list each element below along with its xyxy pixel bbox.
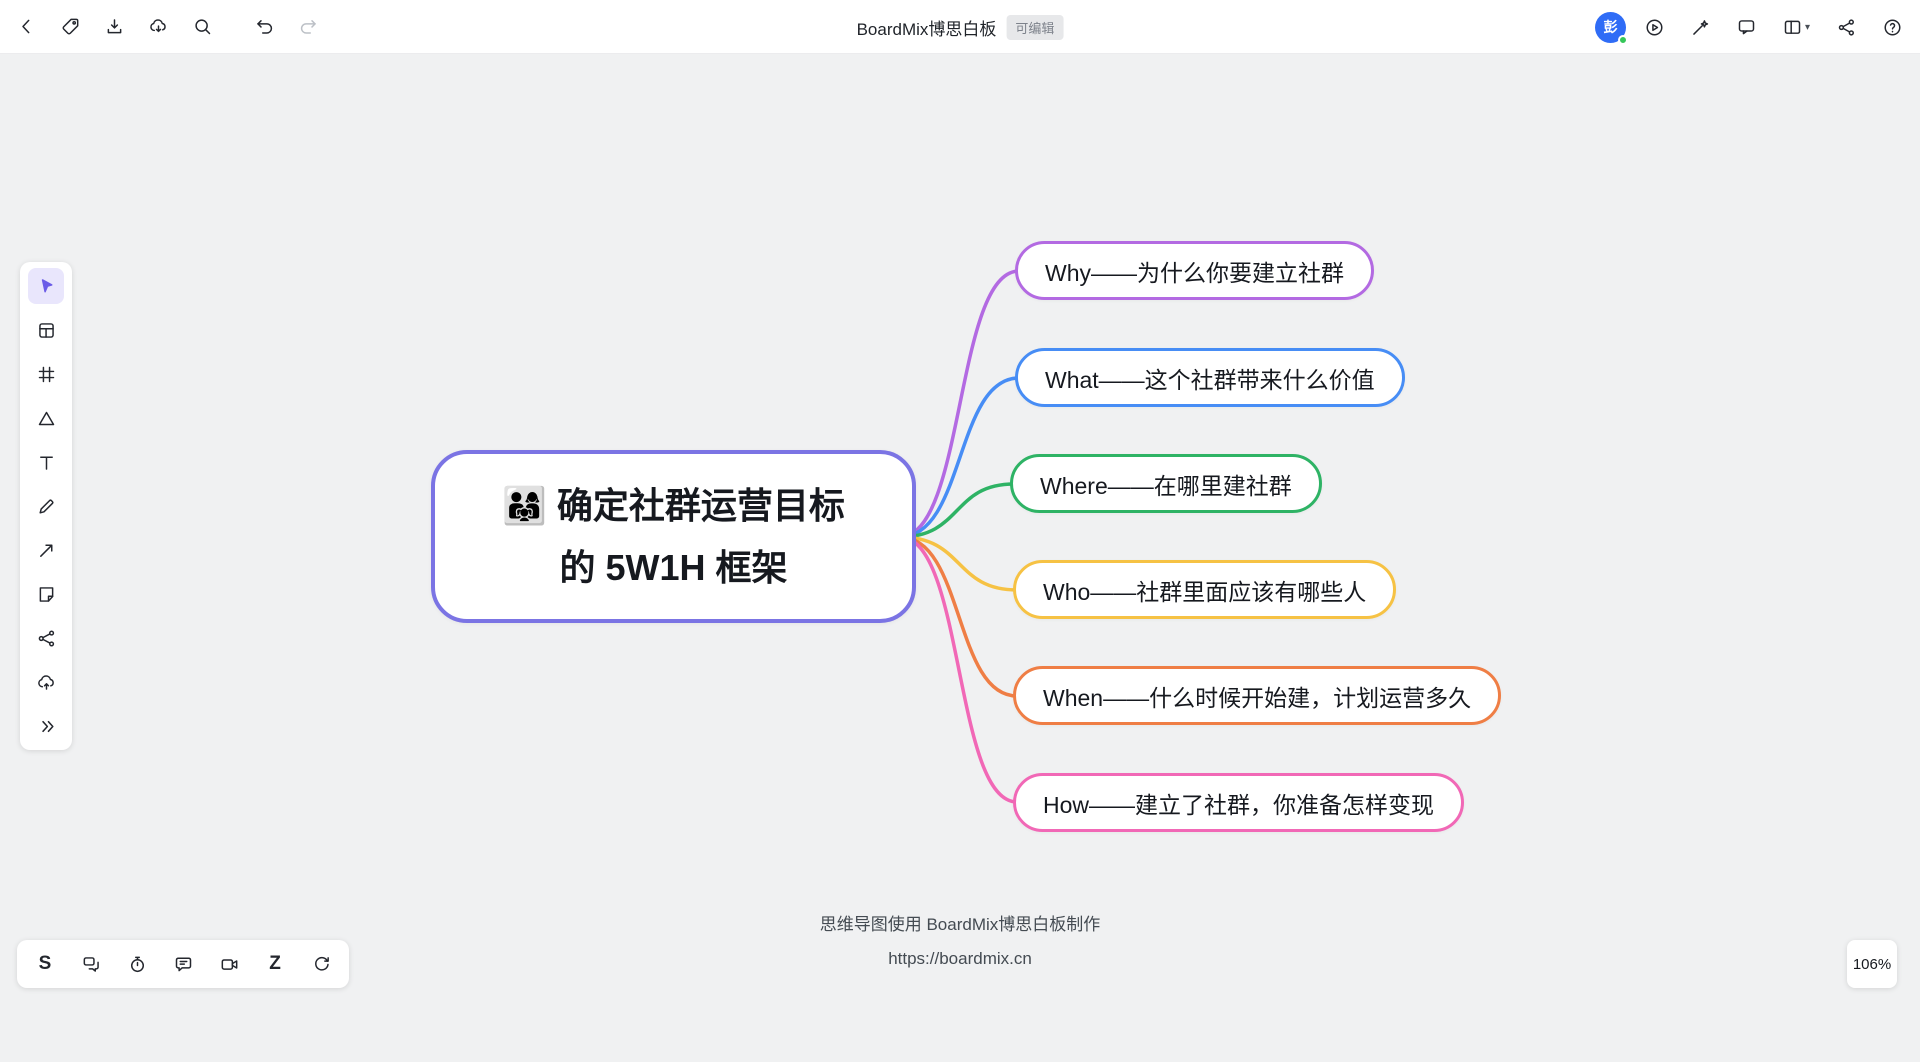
help-button[interactable] [1874,9,1910,45]
center-node-text-line1: 👨‍👩‍👧 确定社群运营目标 [502,475,845,537]
frame-icon [36,364,57,385]
text-icon [36,452,57,473]
pen-icon [36,496,57,517]
z-letter-icon: Z [269,953,281,975]
cloud-upload-icon [36,672,57,693]
arrow-tool-button[interactable] [28,532,64,568]
timer-tool-button[interactable] [119,946,155,982]
save-button[interactable] [96,9,132,45]
chevron-down-icon: ▾ [1805,22,1810,33]
comment-tool-button[interactable] [165,946,201,982]
back-icon [16,16,37,37]
template-tool-button[interactable] [28,312,64,348]
whiteboard-canvas[interactable]: 👨‍👩‍👧 确定社群运营目标 的 5W1H 框架 Why——为什么你要建立社群 … [0,54,1920,1008]
layout-panels-icon [1782,17,1803,38]
z-tool-button[interactable]: Z [257,946,293,982]
center-node-text-line2: 的 5W1H 框架 [559,537,787,599]
sticky-note-tool-button[interactable] [28,576,64,612]
sticky-note-icon [36,584,57,605]
sync-refresh-icon [311,954,332,975]
s-letter-icon: S [39,953,52,975]
upload-tool-button[interactable] [28,664,64,700]
mindmap-center-node[interactable]: 👨‍👩‍👧 确定社群运营目标 的 5W1H 框架 [431,450,916,623]
save-download-icon [104,16,125,37]
connector-line [900,484,1014,537]
topbar-right-group: 彭 ▾ [1595,0,1910,54]
search-button[interactable] [184,9,220,45]
s-tool-button[interactable]: S [27,946,63,982]
mindmap-branch-where[interactable]: Where——在哪里建社群 [1010,454,1322,513]
mindmap-branch-who[interactable]: Who——社群里面应该有哪些人 [1013,560,1396,619]
connector-line [900,378,1019,537]
mindmap-connectors [0,54,1920,1062]
play-circle-icon [1644,17,1665,38]
share-nodes-icon [1836,17,1857,38]
panels-button[interactable]: ▾ [1774,9,1818,45]
topbar-center-group: BoardMix博思白板 可编辑 [857,0,1064,54]
redo-button[interactable] [290,9,326,45]
frame-tool-button[interactable] [28,356,64,392]
share-button[interactable] [1828,9,1864,45]
connector-line [900,537,1017,802]
play-demo-button[interactable] [1636,9,1672,45]
mindmap-branch-why[interactable]: Why——为什么你要建立社群 [1015,241,1374,300]
topbar-left-group [0,9,326,45]
search-icon [192,16,213,37]
presentation-button[interactable] [1682,9,1718,45]
online-status-dot [1618,35,1628,45]
more-chevrons-icon [36,716,57,737]
branch-label: Why——为什么你要建立社群 [1045,254,1344,288]
comment-icon [173,954,194,975]
connector-line [900,537,1017,696]
board-title: BoardMix博思白板 [857,15,997,40]
template-icon [36,320,57,341]
zoom-level[interactable]: 106% [1847,940,1897,988]
branch-label: What——这个社群带来什么价值 [1045,361,1375,395]
mindmap-branch-what[interactable]: What——这个社群带来什么价值 [1015,348,1405,407]
tag-button[interactable] [52,9,88,45]
caption-line1: 思维导图使用 BoardMix博思白板制作 [0,913,1920,937]
mindmap-branch-how[interactable]: How——建立了社群，你准备怎样变现 [1013,773,1464,832]
video-tool-button[interactable] [211,946,247,982]
bottom-toolbar: S Z [17,940,349,988]
avatar-initial: 彭 [1604,17,1618,37]
tag-icon [60,16,81,37]
left-toolbar [20,262,72,750]
select-cursor-icon [36,276,57,297]
undo-button[interactable] [246,9,282,45]
shape-triangle-icon [36,408,57,429]
editable-badge: 可编辑 [1006,15,1063,40]
comments-button[interactable] [1728,9,1764,45]
text-tool-button[interactable] [28,444,64,480]
connector-share-icon [36,628,57,649]
pen-tool-button[interactable] [28,488,64,524]
magic-wand-icon [1690,17,1711,38]
more-tools-button[interactable] [28,708,64,744]
stopwatch-icon [127,954,148,975]
branch-label: When——什么时候开始建，计划运营多久 [1043,679,1471,713]
chat-tool-button[interactable] [73,946,109,982]
topbar: BoardMix博思白板 可编辑 彭 ▾ [0,0,1920,54]
redo-icon [298,16,319,37]
video-camera-icon [219,954,240,975]
connector-line [900,271,1019,537]
avatar[interactable]: 彭 [1595,12,1626,43]
sync-tool-button[interactable] [303,946,339,982]
help-icon [1882,17,1903,38]
branch-label: Where——在哪里建社群 [1040,467,1292,501]
connector-line [900,537,1017,590]
branch-label: How——建立了社群，你准备怎样变现 [1043,786,1434,820]
shape-tool-button[interactable] [28,400,64,436]
arrow-line-icon [36,540,57,561]
chat-bubble-icon [1736,17,1757,38]
branch-label: Who——社群里面应该有哪些人 [1043,573,1366,607]
cloud-sync-button[interactable] [140,9,176,45]
select-tool-button[interactable] [28,268,64,304]
undo-icon [254,16,275,37]
mindmap-branch-when[interactable]: When——什么时候开始建，计划运营多久 [1013,666,1501,725]
cloud-download-icon [148,16,169,37]
connector-tool-button[interactable] [28,620,64,656]
chat-bubbles-icon [81,954,102,975]
back-button[interactable] [8,9,44,45]
